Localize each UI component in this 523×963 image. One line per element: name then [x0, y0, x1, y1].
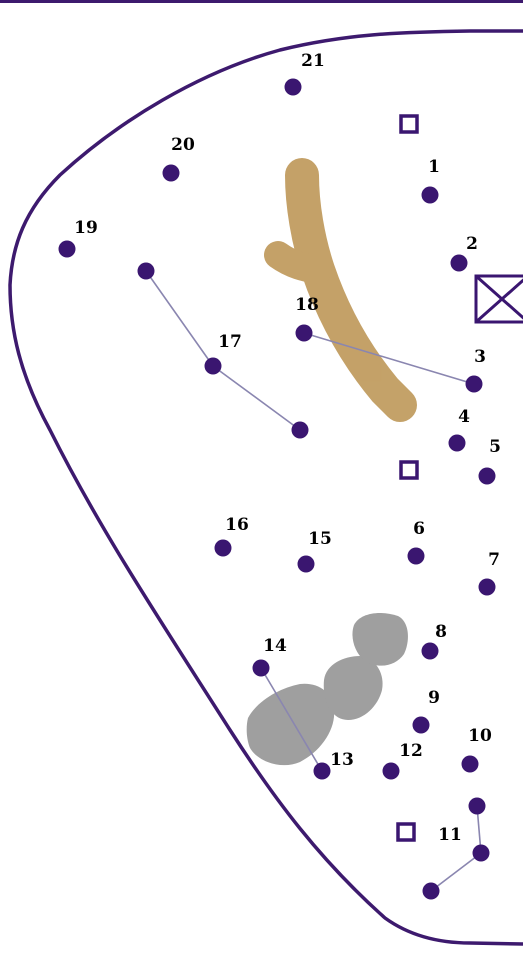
station-1-dot [422, 187, 439, 204]
station-18-dot [296, 325, 313, 342]
station-8: 8 [422, 622, 447, 660]
station-5-label: 5 [489, 437, 501, 457]
station-18-label: 18 [295, 295, 319, 315]
station-14: 14 [253, 636, 287, 677]
course-boundary [10, 31, 523, 944]
station-14-dot [253, 660, 270, 677]
dot [292, 422, 309, 439]
station-11: 11 [438, 825, 489, 862]
station-3-dot [466, 376, 483, 393]
station-2-dot [451, 255, 468, 272]
station-6-dot [408, 548, 425, 565]
station-4-dot [449, 435, 466, 452]
station-10-label: 10 [468, 726, 492, 746]
station-5-dot [479, 468, 496, 485]
station-16-label: 16 [225, 515, 249, 535]
station-13-label: 13 [330, 750, 354, 770]
station-12-dot [383, 763, 400, 780]
station-15-dot [298, 556, 315, 573]
station-19-dot [59, 241, 76, 258]
station-4-label: 4 [458, 407, 470, 427]
station-7-dot [479, 579, 496, 596]
station-19-label: 19 [74, 218, 98, 238]
station-11-label: 11 [438, 825, 462, 845]
station-1: 1 [422, 157, 440, 204]
station-6: 6 [408, 519, 425, 565]
station-6-label: 6 [413, 519, 425, 539]
station-20-label: 20 [171, 135, 195, 155]
station-21-label: 21 [301, 51, 325, 71]
station-7-label: 7 [488, 550, 500, 570]
station-21: 21 [285, 51, 325, 96]
connector-line [213, 366, 300, 430]
station-13-dot [314, 763, 331, 780]
station-5: 5 [479, 437, 501, 485]
square-markers [398, 116, 417, 840]
station-18: 18 [295, 295, 319, 342]
station-3: 3 [466, 347, 486, 393]
station-2-label: 2 [466, 234, 478, 254]
station-21-dot [285, 79, 302, 96]
crossed-box-marker [476, 276, 523, 322]
station-14-label: 14 [263, 636, 287, 656]
station-16-dot [215, 540, 232, 557]
station-16: 16 [215, 515, 249, 557]
header-rule [0, 0, 523, 3]
station-9-dot [413, 717, 430, 734]
station-13: 13 [314, 750, 354, 780]
station-17-label: 17 [218, 332, 242, 352]
connector-lines [146, 271, 481, 891]
station-20: 20 [163, 135, 195, 182]
station-17: 17 [205, 332, 242, 375]
dot [423, 883, 440, 900]
station-7: 7 [479, 550, 500, 596]
dot [138, 263, 155, 280]
square-marker [401, 462, 417, 478]
station-9: 9 [413, 688, 440, 734]
station-12: 12 [383, 741, 423, 780]
connector-line [431, 853, 481, 891]
station-20-dot [163, 165, 180, 182]
station-15: 15 [298, 529, 332, 573]
tree-trunk [278, 175, 400, 405]
station-17-dot [205, 358, 222, 375]
square-marker [401, 116, 417, 132]
square-marker [398, 824, 414, 840]
station-3-label: 3 [474, 347, 486, 367]
station-8-label: 8 [435, 622, 447, 642]
station-10: 10 [462, 726, 492, 773]
station-12-label: 12 [399, 741, 423, 761]
station-1-label: 1 [428, 157, 440, 177]
station-8-dot [422, 643, 439, 660]
station-2: 2 [451, 234, 478, 272]
unlabeled-dots [138, 263, 486, 900]
connector-line [146, 271, 213, 366]
station-10-dot [462, 756, 479, 773]
station-9-label: 9 [428, 688, 440, 708]
station-19: 19 [59, 218, 98, 258]
dot [469, 798, 486, 815]
station-15-label: 15 [308, 529, 332, 549]
station-11-dot [473, 845, 490, 862]
station-4: 4 [449, 407, 471, 452]
